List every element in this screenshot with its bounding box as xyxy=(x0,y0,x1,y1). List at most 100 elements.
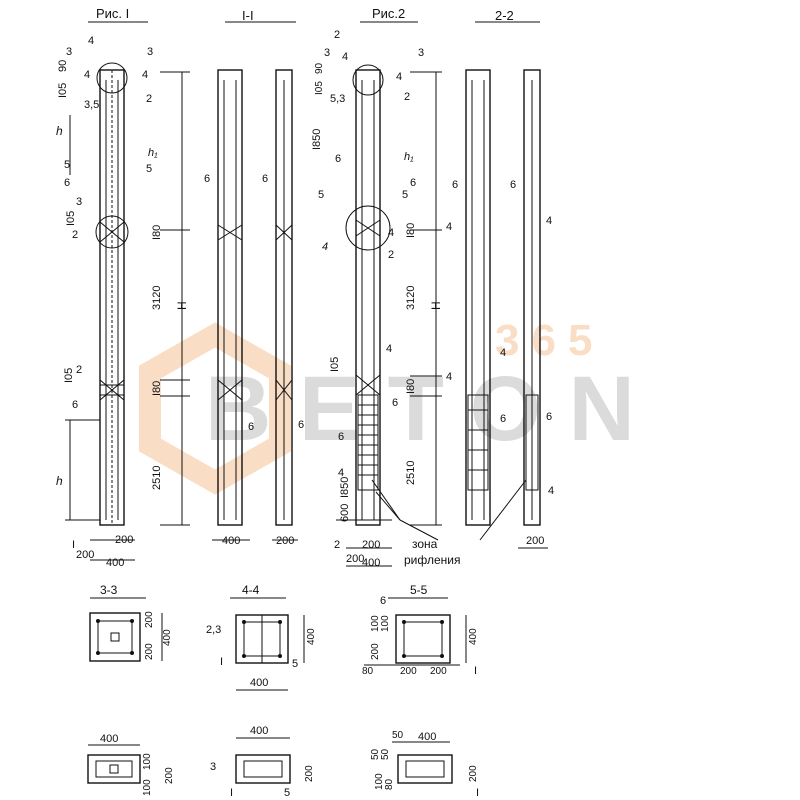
label-callouts-c6: 6 xyxy=(248,421,254,433)
label-dims-d53: 5,3 xyxy=(330,93,345,105)
drawing-stroke xyxy=(355,219,381,237)
label-dims-d90: 90 xyxy=(314,62,325,74)
label-dims-d50: 50 xyxy=(380,748,391,760)
label-dims-d100: 100 xyxy=(142,779,153,796)
drawing-stroke xyxy=(87,754,141,784)
label-callouts-c4: 4 xyxy=(446,221,452,233)
drawing-stroke xyxy=(523,69,541,526)
label-dims-one: I xyxy=(220,656,223,668)
drawing-stroke xyxy=(275,224,293,241)
bottom-section-b: 400 3 I 5 200 xyxy=(210,725,315,799)
label-callouts-c2: 2 xyxy=(404,91,410,103)
drawing-stroke xyxy=(243,760,283,778)
drawing-stroke xyxy=(217,224,243,241)
label-dims-d400: 400 xyxy=(468,628,479,645)
drawing-stroke xyxy=(479,479,527,541)
label-dims-d200: 200 xyxy=(144,611,155,628)
label-dims-H: H xyxy=(175,301,189,310)
label-dims-d400: 400 xyxy=(362,557,380,569)
label-callouts-c3: 3 xyxy=(76,196,82,208)
drawing-stroke xyxy=(355,69,381,526)
label-callouts-c2: 2 xyxy=(72,229,78,241)
drawing-stroke xyxy=(235,754,291,784)
label-dims-h1: h₁ xyxy=(404,151,414,163)
label-callouts-c6: 6 xyxy=(298,419,304,431)
label-dims-d180: I80 xyxy=(151,381,163,396)
label-dims-h: h xyxy=(56,124,63,138)
drawing-stroke xyxy=(371,479,401,521)
fig2-column xyxy=(336,64,527,567)
drawing-stroke xyxy=(395,614,451,664)
label-dims-d180: I80 xyxy=(151,225,163,240)
drawing-stroke xyxy=(399,519,439,541)
label-dims-d50: 50 xyxy=(370,748,381,760)
drawing-stroke xyxy=(217,69,243,526)
label-dims-d50: 50 xyxy=(392,730,404,741)
bottom-section-a: 400 100 100 200 xyxy=(87,733,175,796)
drawing-stroke xyxy=(99,379,125,401)
label-dims-d80: 80 xyxy=(362,666,374,677)
label-dims-d200: 200 xyxy=(144,643,155,660)
title-sec22: 2-2 xyxy=(495,8,514,23)
label-dims-d400: 400 xyxy=(106,557,124,569)
label-callouts-c5: 5 xyxy=(402,189,408,201)
drawing-stroke xyxy=(96,651,100,655)
label-dims-d4: 4 xyxy=(88,35,94,47)
zone-label-line2: рифления xyxy=(404,553,461,567)
section-4-4: 4-4 2,3 I 5 400 400 xyxy=(206,583,317,691)
label-callouts-c2: 2 xyxy=(334,29,340,41)
label-dims-d3: 3 xyxy=(324,47,330,59)
label-callouts-c6: 6 xyxy=(392,397,398,409)
drawing-stroke xyxy=(99,221,125,243)
drawing-stroke xyxy=(275,69,293,526)
label-dims-d400: 400 xyxy=(306,628,317,645)
fig1-column xyxy=(65,62,190,561)
drawing-stroke xyxy=(130,619,134,623)
label-dims-d105: I05 xyxy=(329,357,341,372)
label-dims-d400: 400 xyxy=(222,535,240,547)
watermark-number: 365 xyxy=(495,316,604,365)
label-callouts-c4: 4 xyxy=(342,51,348,63)
label-dims-d105: I05 xyxy=(63,368,75,383)
label-dims-d400: 400 xyxy=(100,733,118,745)
label-callouts-c4: 4 xyxy=(338,467,344,479)
label-dims-d80: 80 xyxy=(384,778,395,790)
label-dims-one: I xyxy=(72,539,75,551)
zone-label-line1: зона xyxy=(412,537,438,551)
label-callouts-c6: 6 xyxy=(72,399,78,411)
label-dims-d200: 200 xyxy=(164,767,175,784)
label-callouts-c5: 5 xyxy=(64,159,70,171)
title-fig2: Рис.2 xyxy=(372,6,405,21)
label-callouts-c23: 2,3 xyxy=(206,624,221,636)
label-dims-d105: I05 xyxy=(314,81,325,95)
label-callouts-c4: 4 xyxy=(446,371,452,383)
drawing-stroke xyxy=(95,215,129,249)
label-dims-d400: 400 xyxy=(418,731,436,743)
label-callouts-c4: 4 xyxy=(386,343,392,355)
label-callouts-c6: 6 xyxy=(335,153,341,165)
label-dims-d3: 3 xyxy=(210,761,216,773)
section-2-2: 6 6 4 4 4 4 6 6 4 200 xyxy=(446,69,554,549)
label-callouts-c4: 4 xyxy=(322,241,328,253)
label-callouts-c4: 4 xyxy=(500,347,506,359)
label-callouts-c6: 6 xyxy=(546,411,552,423)
drawing-stroke xyxy=(357,394,379,491)
label-callouts-c2: 2 xyxy=(76,364,82,376)
drawing-stroke xyxy=(278,620,282,624)
label-callouts-c5: 5 xyxy=(284,787,290,799)
label-dims-d100: 100 xyxy=(380,615,391,632)
label-callouts-c6: 6 xyxy=(410,177,416,189)
drawing-stroke xyxy=(402,620,406,624)
label-dims-d600: 600 xyxy=(339,504,351,522)
label-dims-h: h xyxy=(56,474,63,488)
drawing-stroke xyxy=(275,379,293,401)
label-dims-one: I xyxy=(476,787,479,799)
label-callouts-c4: 4 xyxy=(546,215,552,227)
drawing-stroke xyxy=(355,374,381,396)
label-callouts-c2: 2 xyxy=(388,249,394,261)
drawing-stroke xyxy=(97,620,133,654)
fig2-labels: 2 3 3 4 4 5,3 2 6 5 5 6 h₁ 4 4 2 4 6 6 4… xyxy=(311,29,461,569)
label-dims-d200: 200 xyxy=(430,666,447,677)
label-titles-sec55: 5-5 xyxy=(410,583,428,597)
drawing-stroke xyxy=(242,620,246,624)
